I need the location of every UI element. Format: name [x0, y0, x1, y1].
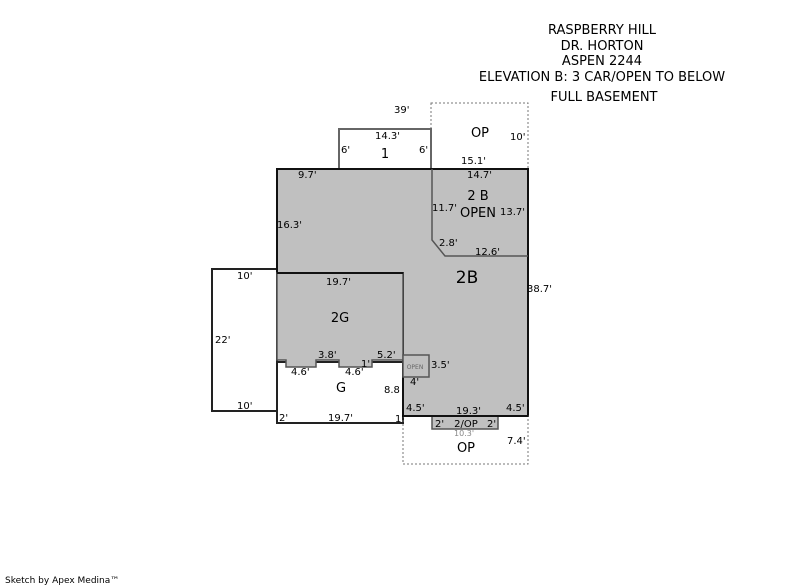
dimension-label: 2' — [435, 419, 444, 430]
dimension-label: 5.2' — [377, 350, 396, 361]
room-labels: OP 1 2 B OPEN 2B 2G G OPEN 2/OP OP — [331, 126, 496, 456]
dimension-label: 1' — [395, 414, 404, 425]
title-block: RASPBERRY HILL DR. HORTON ASPEN 2244 ELE… — [479, 23, 725, 105]
room-label: OPEN — [460, 206, 496, 221]
room-label: OPEN — [407, 364, 424, 371]
room-label: OP — [457, 441, 475, 456]
dimension-label: 2.8' — [439, 238, 458, 249]
room-label: 2B — [456, 268, 478, 288]
title-line: ELEVATION B: 3 CAR/OPEN TO BELOW — [479, 70, 725, 85]
dimension-label: 7.4' — [507, 436, 526, 447]
dimension-label: 12.6' — [475, 247, 500, 258]
dimension-label: 14.7' — [467, 170, 492, 181]
dimension-label: 4.6' — [345, 367, 364, 378]
dimension-label: 10' — [237, 401, 252, 412]
dimension-label: 3.5' — [431, 360, 450, 371]
dimension-label: 2' — [279, 413, 288, 424]
dimension-label: 9.7' — [298, 170, 317, 181]
dimension-label: 6' — [341, 145, 350, 156]
room-label: OP — [471, 126, 489, 141]
dimension-label: 1' — [361, 359, 370, 370]
dimensions: 39' 14.3' 6' 6' 10' 15.1' 9.7' 14.7' 11.… — [215, 105, 552, 447]
porch-bottom — [402, 415, 529, 465]
room-label: 1 — [381, 147, 389, 162]
footer-credit: Sketch by Apex Medina™ — [5, 576, 119, 586]
dimension-label: 13.7' — [500, 207, 525, 218]
dimension-label: 38.7' — [527, 284, 552, 295]
dimension-label: 19.7' — [326, 277, 351, 288]
dimension-label: 19.7' — [328, 413, 353, 424]
dimension-label: 4.5' — [406, 403, 425, 414]
dimension-label: 10' — [510, 132, 525, 143]
room-label: 2 B — [467, 189, 488, 204]
dimension-label: 22' — [215, 335, 230, 346]
room-1 — [338, 128, 432, 169]
title-line: RASPBERRY HILL — [548, 23, 657, 38]
dimension-label: 4.5' — [506, 403, 525, 414]
dimension-label: 2' — [487, 419, 496, 430]
dimension-label: 15.1' — [461, 156, 486, 167]
dimension-label: 8.8 — [384, 385, 400, 396]
dimension-label: 16.3' — [277, 220, 302, 231]
room-label: G — [336, 381, 346, 396]
dimension-label: 6' — [419, 145, 428, 156]
room-label: 2G — [331, 311, 349, 326]
dimension-label: 10.3' — [454, 429, 474, 438]
title-line: ASPEN 2244 — [562, 54, 642, 69]
dimension-label: 4.6' — [291, 367, 310, 378]
dimension-label: 11.7' — [432, 203, 457, 214]
dimension-label: 14.3' — [375, 131, 400, 142]
dimension-label: 3.8' — [318, 350, 337, 361]
dimension-label: 19.3' — [456, 406, 481, 417]
dimension-label: 39' — [394, 105, 409, 116]
title-line: DR. HORTON — [561, 39, 644, 54]
room-label: 2/OP — [454, 419, 478, 430]
dimension-label: 4' — [410, 377, 419, 388]
open-box — [402, 354, 430, 378]
open-to-below — [431, 169, 528, 257]
title-line: FULL BASEMENT — [551, 90, 658, 105]
dimension-label: 10' — [237, 271, 252, 282]
